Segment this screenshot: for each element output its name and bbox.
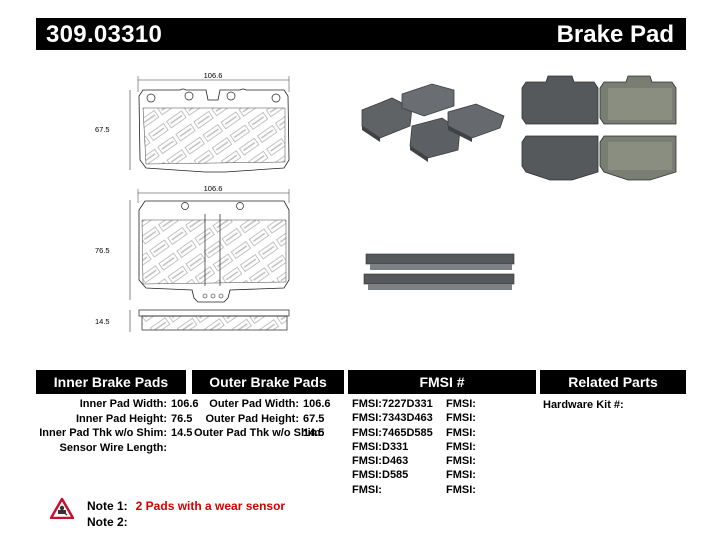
top-height-label: 67.5 xyxy=(95,125,110,134)
fmsi-label: FMSI: xyxy=(446,483,476,496)
related-parts-header: Related Parts xyxy=(540,370,686,394)
outer-spec-row: Outer Pad Thk w/o Shim:14.5 xyxy=(194,426,331,441)
outer-spec-value: 67.5 xyxy=(303,412,325,425)
fmsi-value: D463 xyxy=(382,455,409,468)
fmsi-label: FMSI: xyxy=(352,426,382,439)
inner-spec-value: 106.6 xyxy=(171,398,199,410)
bottom-width-dimension: 106.6 xyxy=(137,184,290,203)
warning-icon xyxy=(50,497,74,519)
note-1-label: Note 1: xyxy=(87,499,128,513)
fmsi-row: FMSI:7465D585 xyxy=(352,426,433,440)
fmsi-row: FMSI: xyxy=(446,426,476,440)
fmsi-row: FMSI: xyxy=(446,454,476,468)
fmsi-header: FMSI # xyxy=(348,370,536,394)
fmsi-left-column: FMSI:7227D331 FMSI:7343D463 FMSI:7465D58… xyxy=(352,397,433,497)
outer-specs-header: Outer Brake Pads Specs xyxy=(192,370,344,414)
inner-spec-row: Inner Pad Width: 106.6 xyxy=(38,397,199,412)
bottom-height-label: 76.5 xyxy=(95,246,110,255)
outer-spec-value: 14.5 xyxy=(303,427,325,439)
product-title: Brake Pad xyxy=(556,21,674,48)
title-bar: 309.03310 Brake Pad xyxy=(36,18,686,50)
product-photos xyxy=(361,75,677,290)
fmsi-label: FMSI: xyxy=(446,455,476,468)
pads-side-photo xyxy=(363,253,515,290)
fmsi-row: FMSI: xyxy=(446,411,476,425)
fmsi-label: FMSI: xyxy=(352,483,382,496)
fmsi-row: FMSI:7227D331 xyxy=(352,397,433,411)
fmsi-row: FMSI: xyxy=(446,440,476,454)
note-2-label: Note 2: xyxy=(87,515,128,529)
inner-spec-value: 14.5 xyxy=(171,427,193,439)
outer-spec-label: Outer Pad Thk w/o Shim: xyxy=(194,427,325,439)
fmsi-row: FMSI:D585 xyxy=(352,468,433,482)
inner-specs: Inner Pad Width: 106.6 Inner Pad Height: 7… xyxy=(38,397,199,456)
fmsi-right-column: FMSI: FMSI: FMSI: FMSI: FMSI: FMSI: FMSI… xyxy=(446,397,476,497)
fmsi-row: FMSI: xyxy=(352,483,433,497)
fmsi-label: FMSI: xyxy=(352,398,382,410)
fmsi-row: FMSI: xyxy=(446,397,476,411)
fmsi-label: FMSI: xyxy=(446,469,476,482)
fmsi-label: FMSI: xyxy=(446,426,476,439)
outer-spec-row: Outer Pad Height: 67.5 xyxy=(194,412,331,427)
fmsi-label: FMSI: xyxy=(446,440,476,453)
inner-spec-row: Inner Pad Height: 76.5 xyxy=(38,412,199,427)
fmsi-value: D331 xyxy=(382,440,409,453)
pads-flat-photo xyxy=(521,75,677,181)
fmsi-value: 7343D463 xyxy=(382,412,433,425)
fmsi-value: 7465D585 xyxy=(382,426,433,439)
fmsi-value: 7227D331 xyxy=(382,398,433,410)
top-height-dimension: 67.5 xyxy=(95,90,131,170)
pad-technical-drawing: 106.6 67.5 106.6 76.5 14.5 xyxy=(95,71,290,332)
fmsi-value: D585 xyxy=(382,469,409,482)
fmsi-row: FMSI: xyxy=(446,468,476,482)
fmsi-label: FMSI: xyxy=(352,412,382,425)
top-width-label: 106.6 xyxy=(204,71,223,80)
hardware-kit-label: Hardware Kit #: xyxy=(543,399,624,411)
inner-spec-label: Inner Pad Width: xyxy=(79,398,167,410)
outer-spec-label: Outer Pad Width: xyxy=(209,398,299,410)
note-2: Note 2: xyxy=(87,515,136,529)
top-pad-outline xyxy=(138,88,290,173)
outer-spec-value: 106.6 xyxy=(303,398,331,410)
inner-spec-row: Inner Pad Thk w/o Shim: 14.5 xyxy=(38,426,199,441)
thickness-label: 14.5 xyxy=(95,317,110,326)
thickness-profile: 14.5 xyxy=(95,309,290,332)
top-width-dimension: 106.6 xyxy=(137,71,290,92)
fmsi-label: FMSI: xyxy=(352,469,382,482)
inner-spec-value xyxy=(167,441,171,456)
fmsi-label: FMSI: xyxy=(446,398,476,410)
bottom-pad-outline xyxy=(138,200,290,303)
fmsi-row: FMSI:D463 xyxy=(352,454,433,468)
fmsi-row: FMSI: xyxy=(446,483,476,497)
pads-angled-photo xyxy=(361,83,505,162)
inner-spec-label: Inner Pad Height: xyxy=(75,412,167,425)
fmsi-label: FMSI: xyxy=(352,440,382,453)
outer-specs: Outer Pad Width: 106.6 Outer Pad Height: 6… xyxy=(194,397,331,441)
part-number: 309.03310 xyxy=(46,21,163,48)
outer-spec-row: Outer Pad Width: 106.6 xyxy=(194,397,331,412)
outer-spec-label: Outer Pad Height: xyxy=(205,412,299,425)
inner-spec-row: Sensor Wire Length: xyxy=(38,441,199,456)
fmsi-row: FMSI:D331 xyxy=(352,440,433,454)
fmsi-label: FMSI: xyxy=(352,455,382,468)
note-1: Note 1: 2 Pads with a wear sensor xyxy=(87,499,285,513)
fmsi-row: FMSI:7343D463 xyxy=(352,411,433,425)
bottom-width-label: 106.6 xyxy=(204,184,223,193)
bottom-height-dimension: 76.5 xyxy=(95,200,131,300)
inner-specs-header: Inner Brake Pads Specs xyxy=(36,370,186,414)
fmsi-label: FMSI: xyxy=(446,412,476,425)
note-1-text: 2 Pads with a wear sensor xyxy=(135,499,286,513)
inner-spec-label: Sensor Wire Length: xyxy=(59,441,167,454)
inner-spec-label: Inner Pad Thk w/o Shim: xyxy=(39,427,167,439)
inner-spec-value: 76.5 xyxy=(171,412,193,425)
